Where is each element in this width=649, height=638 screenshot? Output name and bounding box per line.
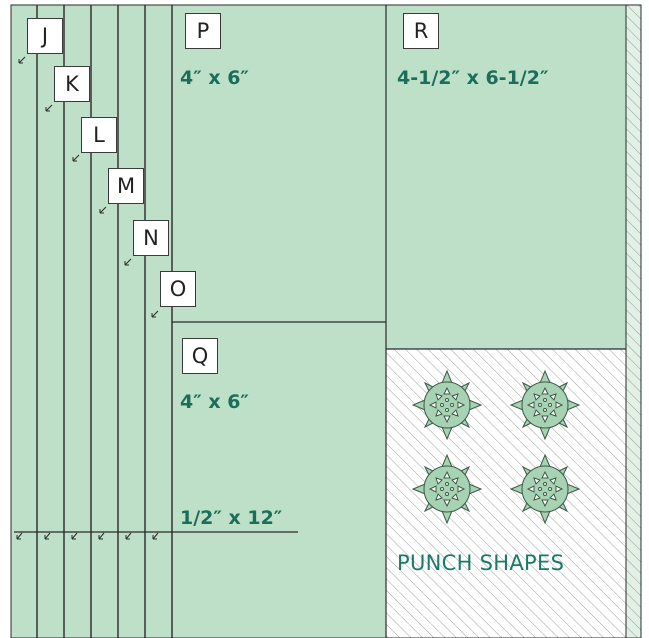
panel-label-p: P bbox=[185, 13, 221, 49]
strip-label-l: L bbox=[81, 117, 117, 153]
strip-label-n: N bbox=[133, 220, 169, 256]
strip-size: 1/2″ x 12″ bbox=[180, 507, 282, 529]
strip-label-j: J bbox=[27, 18, 63, 54]
strip-label-m: M bbox=[108, 168, 144, 204]
punch-shapes-caption: PUNCH SHAPES bbox=[397, 551, 564, 575]
panel-label-r: R bbox=[403, 13, 439, 49]
panel-p-size: 4″ x 6″ bbox=[180, 67, 249, 89]
panel-r-size: 4-1/2″ x 6-1/2″ bbox=[397, 67, 548, 89]
panel-q-size: 4″ x 6″ bbox=[180, 391, 249, 413]
strip-label-k: K bbox=[54, 66, 90, 102]
panel-label-q: Q bbox=[182, 338, 218, 374]
strip-label-o: O bbox=[160, 271, 196, 307]
